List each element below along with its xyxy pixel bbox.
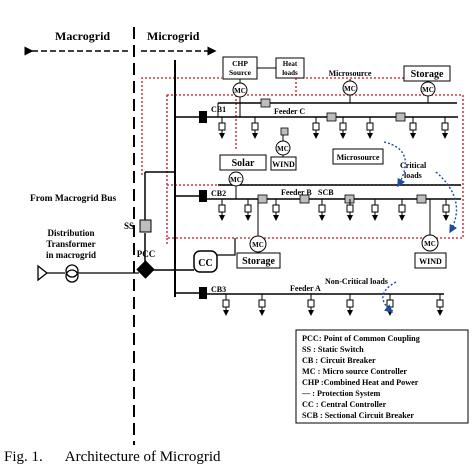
microsource-mid-box: [332, 148, 384, 165]
load-symbol: [218, 117, 226, 139]
load-symbol: [442, 199, 450, 221]
signal-arrows: [382, 141, 458, 313]
figure-number: Fig. 1.: [4, 449, 43, 465]
transformer-icon: [37, 264, 139, 283]
cb2-breaker: [199, 190, 207, 202]
microgrid-diagram: Macrogrid Microgrid From Macrogrid Bus D…: [24, 27, 469, 445]
macrogrid-bus-label: From Macrogrid Bus: [30, 194, 116, 204]
wind-bottom-label: WIND: [419, 257, 442, 266]
pcc-switch: [136, 260, 155, 279]
microsource-mid-label: Microsource: [337, 153, 380, 162]
transformer-label-2: Transformer: [46, 239, 95, 249]
mc-label-1: MC: [234, 87, 246, 95]
wind-mid-label: WIND: [272, 160, 295, 169]
load-symbol: [251, 117, 259, 139]
cb3-breaker: [199, 287, 207, 299]
feeder-a: CB3 Feeder A: [175, 284, 444, 299]
solar-label: Solar: [232, 158, 255, 169]
load-symbol: [386, 294, 394, 316]
legend-item: CC : Central Controller: [302, 400, 387, 409]
central-controller: [193, 250, 218, 273]
chp-label-2: Source: [229, 68, 252, 77]
mc-controllers: MC MC MC MC MC MC MC: [228, 79, 439, 253]
mc-label-6: MC: [252, 241, 264, 249]
heat-label-1: Heat: [283, 60, 298, 68]
legend-item: MC : Micro source Controller: [302, 367, 407, 376]
storage-bottom-label: Storage: [242, 256, 275, 267]
non-critical-loads-label: Non-Critical loads: [325, 277, 388, 286]
feeder-c-label: Feeder C: [274, 107, 305, 116]
scb-label: SCB: [318, 188, 334, 197]
cb1-breaker: [199, 111, 207, 123]
legend-item: SS : Static Switch: [302, 345, 364, 354]
critical-loads-label-2: loads: [404, 171, 422, 180]
load-symbol: [312, 117, 320, 139]
macrogrid-label: Macrogrid: [55, 29, 110, 43]
load-symbol: [222, 294, 230, 316]
mc-label-4: MC: [277, 145, 289, 153]
microgrid-label: Microgrid: [147, 29, 200, 43]
legend-item: — : Protection System: [301, 389, 380, 398]
cc-label: CC: [198, 258, 212, 269]
mc-label-3: MC: [422, 86, 434, 94]
ss-label: SS: [124, 221, 134, 231]
mc-label-5: MC: [230, 176, 242, 184]
load-symbol: [272, 199, 280, 221]
feeder-b-label: Feeder B: [281, 188, 312, 197]
load-symbol: [371, 199, 379, 221]
feeder-a-label: Feeder A: [290, 284, 321, 293]
load-symbol: [366, 117, 374, 139]
figure-title: Architecture of Microgrid: [64, 449, 221, 465]
legend-item: CB : Circuit Breaker: [302, 356, 376, 365]
pcc-label: PCC: [137, 249, 156, 259]
transformer-label-1: Distribution: [47, 228, 94, 238]
legend-item: CHP :Combined Heat and Power: [302, 378, 419, 387]
load-symbol: [307, 294, 315, 316]
legend-item: PCC: Point of Common Coupling: [302, 334, 421, 343]
wind-bottom-box: [414, 252, 447, 269]
legend: PCC: Point of Common Coupling SS : Static…: [301, 334, 421, 420]
mc-label-7: MC: [424, 240, 436, 248]
critical-loads-label-1: Critical: [400, 161, 427, 170]
load-symbol: [244, 199, 252, 221]
protection-system: [141, 68, 464, 245]
load-symbol: [436, 294, 444, 316]
heat-label-2: loads: [282, 69, 298, 77]
legend-item: SCB : Sectional Circuit Breaker: [302, 411, 414, 420]
storage-top-box: [403, 65, 451, 82]
feeder-c: CB1 Feeder C: [175, 102, 458, 123]
load-symbol: [318, 199, 326, 221]
storage-top-label: Storage: [411, 69, 444, 80]
load-symbols: [218, 117, 450, 316]
figure-caption: Fig. 1. Architecture of Microgrid: [4, 449, 221, 466]
load-symbol: [218, 199, 226, 221]
cb1-label: CB1: [211, 105, 226, 114]
solar-box: [219, 154, 267, 171]
chp-label-1: CHP: [232, 59, 248, 68]
load-symbol: [441, 117, 449, 139]
storage-bottom-box: [236, 252, 281, 269]
load-symbol: [346, 294, 354, 316]
transformer-label-3: in macrogrid: [46, 250, 96, 260]
load-symbol: [339, 117, 347, 139]
microsource-top-label: Microsource: [329, 69, 372, 78]
static-switch: [139, 219, 152, 233]
load-symbol: [258, 294, 266, 316]
cb2-label: CB2: [211, 189, 226, 198]
load-symbol: [346, 199, 354, 221]
load-symbol: [409, 117, 417, 139]
mc-label-2: MC: [344, 85, 356, 93]
cb3-label: CB3: [211, 285, 226, 294]
load-symbol: [398, 199, 406, 221]
legend-box: [295, 329, 469, 424]
